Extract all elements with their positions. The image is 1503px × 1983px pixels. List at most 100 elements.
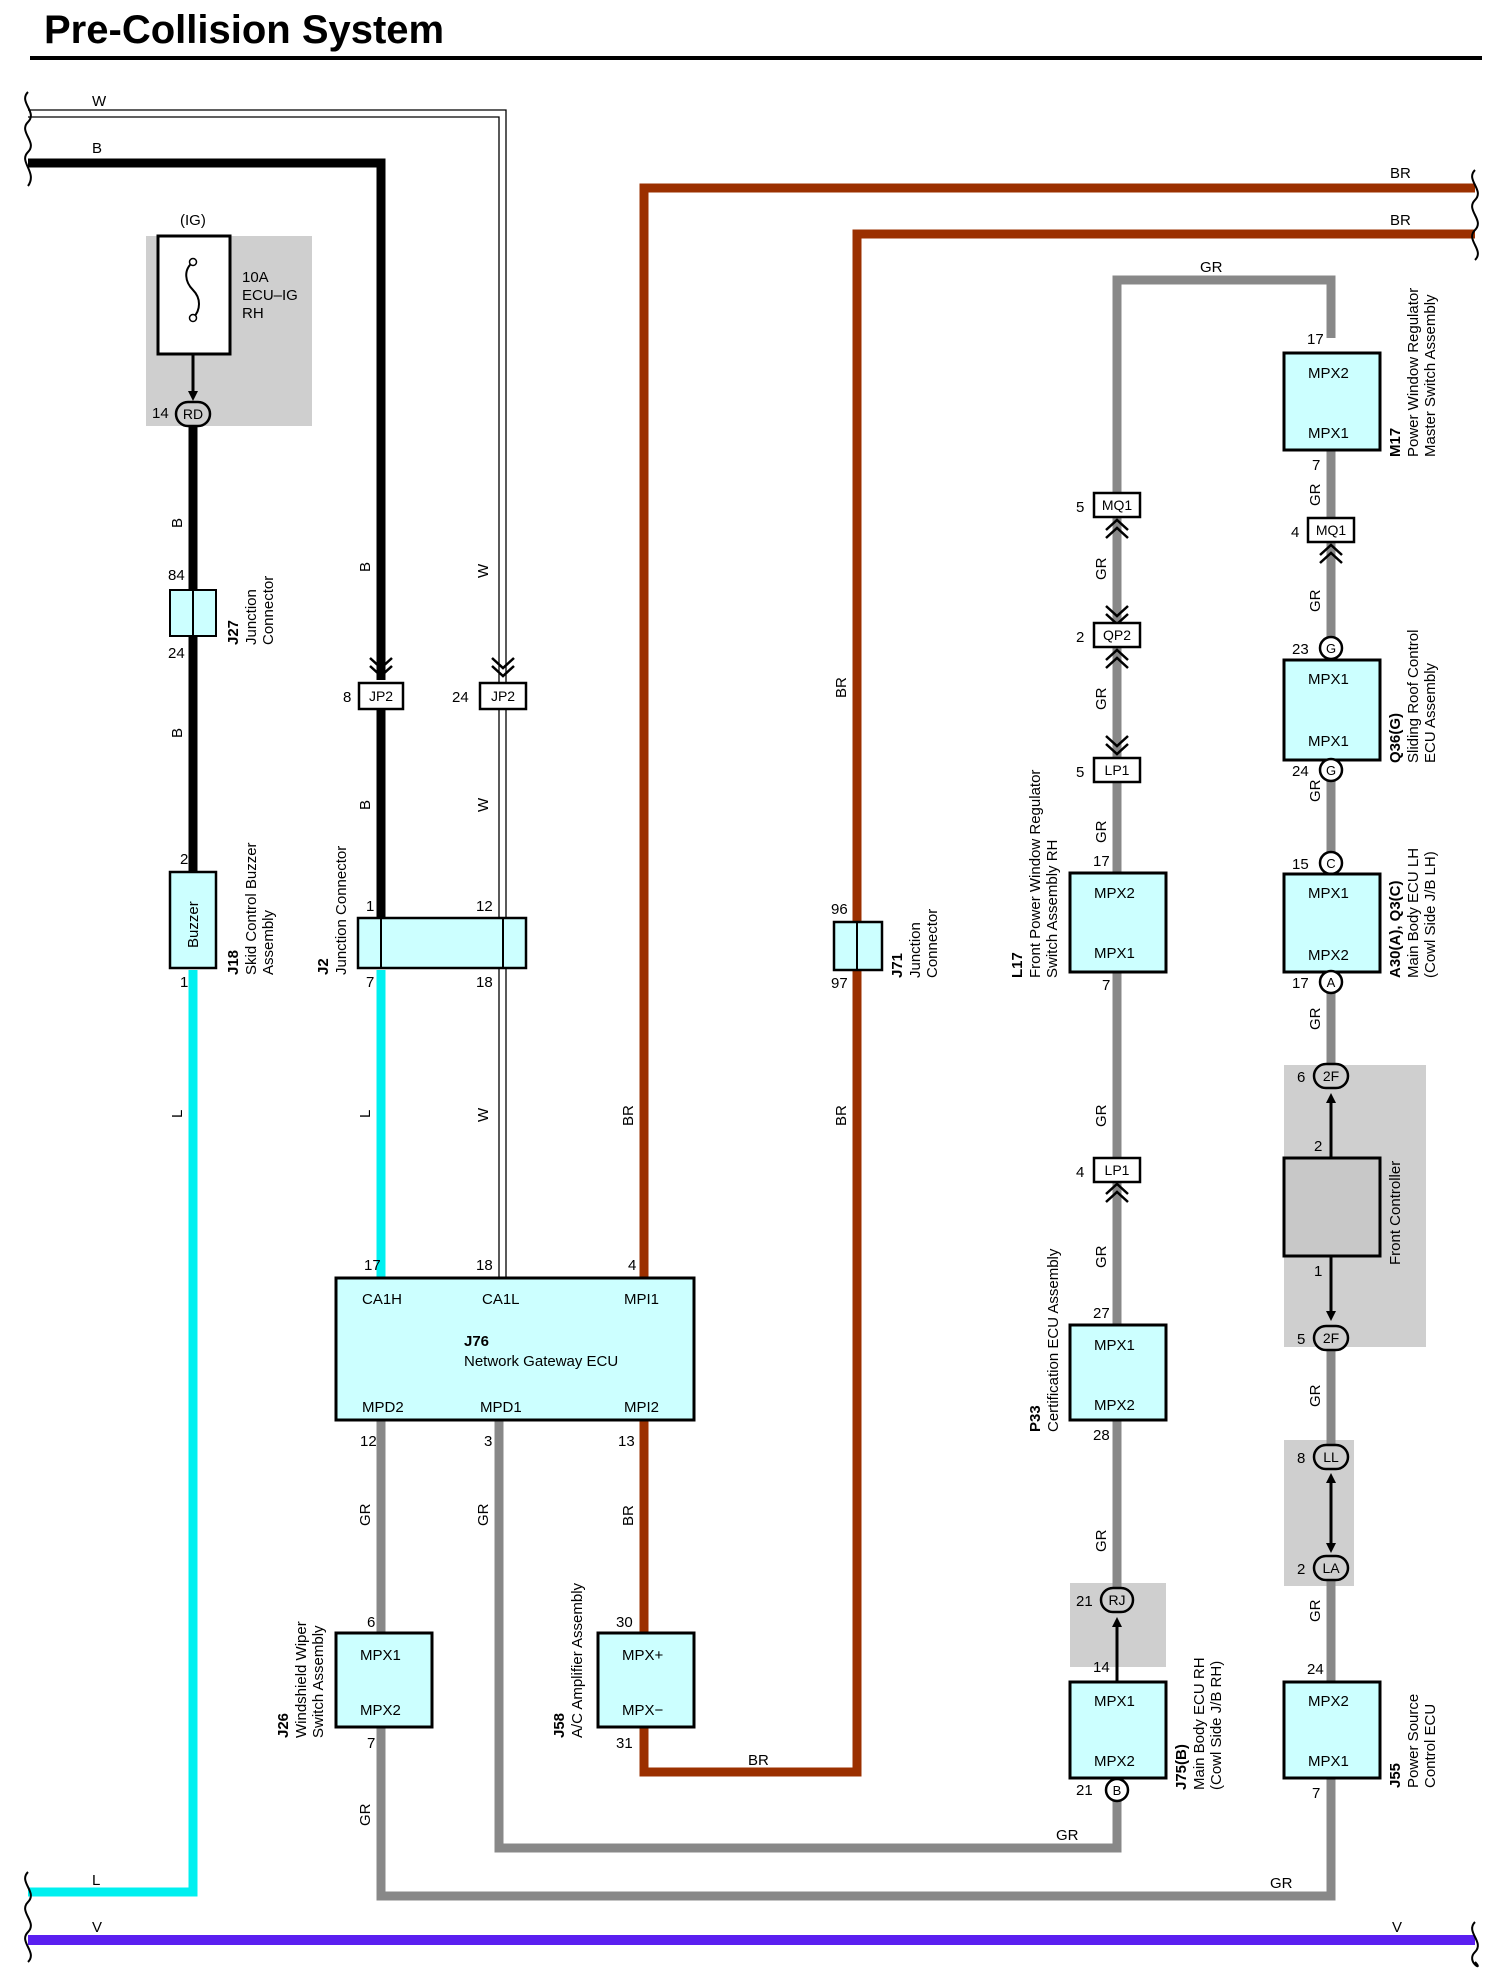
lp1-top: LP1 5 (1076, 735, 1142, 784)
diagram-label: MQ1 (1102, 497, 1133, 513)
diagram-label: 5 (1076, 764, 1084, 781)
front-controller-connector-top (1312, 1062, 1350, 1090)
wire-label-gr: GR (1270, 1875, 1293, 1892)
diagram-label: MPX2 (1308, 1693, 1349, 1710)
diagram-label: MPX1 (1094, 945, 1135, 962)
mq1-left: MQ1 5 (1076, 491, 1142, 539)
diagram-label: MPX1 (1308, 885, 1349, 902)
diagram-label: 4 (1291, 524, 1299, 541)
diagram-label: MPX2 (360, 1702, 401, 1719)
diagram-label: 31 (616, 1735, 633, 1752)
j18-code: J18 (225, 950, 242, 975)
diagram-label: MPX1 (1094, 1693, 1135, 1710)
diagram-label: 97 (831, 975, 848, 992)
a30-code: A30(A), Q3(C) (1387, 880, 1404, 978)
j27-code: J27 (225, 620, 242, 645)
page-title: Pre-Collision System (44, 8, 445, 52)
wire-label-br: BR (620, 1505, 637, 1526)
diagram-label: (Cowl Side J/B LH) (1422, 851, 1439, 978)
j18-label: Buzzer (185, 901, 202, 948)
diagram-label: 4 (628, 1257, 636, 1274)
la-connector (1312, 1554, 1350, 1582)
j18-buzzer-box (168, 870, 218, 970)
diagram-label: 1 (180, 974, 188, 991)
m17-code: M17 (1387, 428, 1404, 457)
diagram-label: 2 (1076, 629, 1084, 646)
diagram-label: A/C Amplifier Assembly (569, 1582, 586, 1738)
j58-ac-amplifier (596, 1631, 696, 1729)
diagram-label: 24 (452, 689, 469, 706)
diagram-label: 96 (831, 901, 848, 918)
diagram-label: MPD2 (362, 1399, 404, 1416)
diagram-label: 24 (1307, 1661, 1324, 1678)
wire-label-b: B (357, 562, 374, 572)
j75-tag (1104, 1777, 1130, 1803)
diagram-label: 24 (1292, 763, 1309, 780)
diagram-label: 5 (1297, 1331, 1305, 1348)
fuse-icon (185, 261, 200, 319)
wire-b-bus (28, 158, 386, 680)
wire-label-br: BR (748, 1752, 769, 1769)
diagram-label: 6 (1297, 1069, 1305, 1086)
wire-label-br: BR (833, 1105, 850, 1126)
diagram-label: 14 (1093, 1659, 1110, 1676)
diagram-label: Certification ECU Assembly (1045, 1248, 1062, 1432)
wire-label-gr: GR (1093, 1245, 1110, 1268)
diagram-label: 17 (1307, 331, 1324, 348)
j2-code: J2 (315, 958, 332, 975)
diagram-label: 12 (360, 1433, 377, 1450)
vertical-wire-labels: B B L B B L W W W BR BR BR BR GR GR GR G… (169, 483, 1324, 1826)
diagram-label: Skid Control Buzzer (243, 842, 260, 975)
diagram-label: 6 (367, 1614, 375, 1631)
wire-label-br: BR (620, 1105, 637, 1126)
diagram-label: 8 (343, 689, 351, 706)
diagram-label: QP2 (1103, 627, 1131, 643)
diagram-label: MPX2 (1094, 1397, 1135, 1414)
fuse-name: ECU–IG (242, 287, 298, 304)
diagram-label: MPX1 (1094, 1337, 1135, 1354)
wire-label-gr: GR (1093, 687, 1110, 710)
diagram-label: MPX− (622, 1702, 664, 1719)
diagram-label: MPX2 (1308, 947, 1349, 964)
diagram-label: 7 (367, 1735, 375, 1752)
q36-tag-bottom (1318, 757, 1344, 783)
diagram-label: MPD1 (480, 1399, 522, 1416)
wire-label-gr: GR (357, 1503, 374, 1526)
jp2-right: JP2 24 (452, 657, 528, 711)
wire-label-b: B (92, 140, 102, 157)
wire-label-gr: GR (1093, 1104, 1110, 1127)
mq1-right: MQ1 4 (1291, 516, 1356, 564)
wire-label-gr: GR (357, 1803, 374, 1826)
wire-label-gr: GR (1307, 1007, 1324, 1030)
diagram-label: 30 (616, 1614, 633, 1631)
wire-label-v: V (1392, 1919, 1402, 1936)
diagram-label: MPX+ (622, 1647, 664, 1664)
diagram-label: Power Source (1405, 1694, 1422, 1788)
wire-label-br: BR (1390, 212, 1411, 229)
diagram-label: MPX1 (1308, 671, 1349, 688)
diagram-label: G (1326, 641, 1336, 656)
j26-code: J26 (275, 1713, 292, 1738)
diagram-label: Switch Assembly (310, 1625, 327, 1738)
diagram-label: ECU Assembly (1422, 662, 1439, 763)
p33-certification-ecu (1068, 1323, 1168, 1422)
fuse-pin: 14 (152, 405, 169, 422)
wire-break-marks (24, 91, 1479, 1968)
wire-label-gr: GR (1307, 483, 1324, 506)
fuse-rating: 10A (242, 269, 269, 286)
wire-gr-mpd2 (376, 1420, 1336, 1901)
diagram-label: G (1326, 763, 1336, 778)
diagram-label: Sliding Roof Control (1405, 630, 1422, 763)
l17-window-switch-rh (1068, 871, 1168, 974)
rj-connector (1099, 1586, 1135, 1614)
wire-label-gr: GR (1093, 1529, 1110, 1552)
diagram-label: 2 (1314, 1138, 1322, 1155)
diagram-label: RJ (1108, 1592, 1125, 1608)
fuse-supply-label: (IG) (180, 212, 206, 229)
diagram-label: Windshield Wiper (293, 1621, 310, 1738)
front-controller-box (1282, 1156, 1382, 1258)
j76-name: Network Gateway ECU (464, 1353, 618, 1370)
diagram-label: 17 (364, 1257, 381, 1274)
diagram-label: 21 (1076, 1782, 1093, 1799)
